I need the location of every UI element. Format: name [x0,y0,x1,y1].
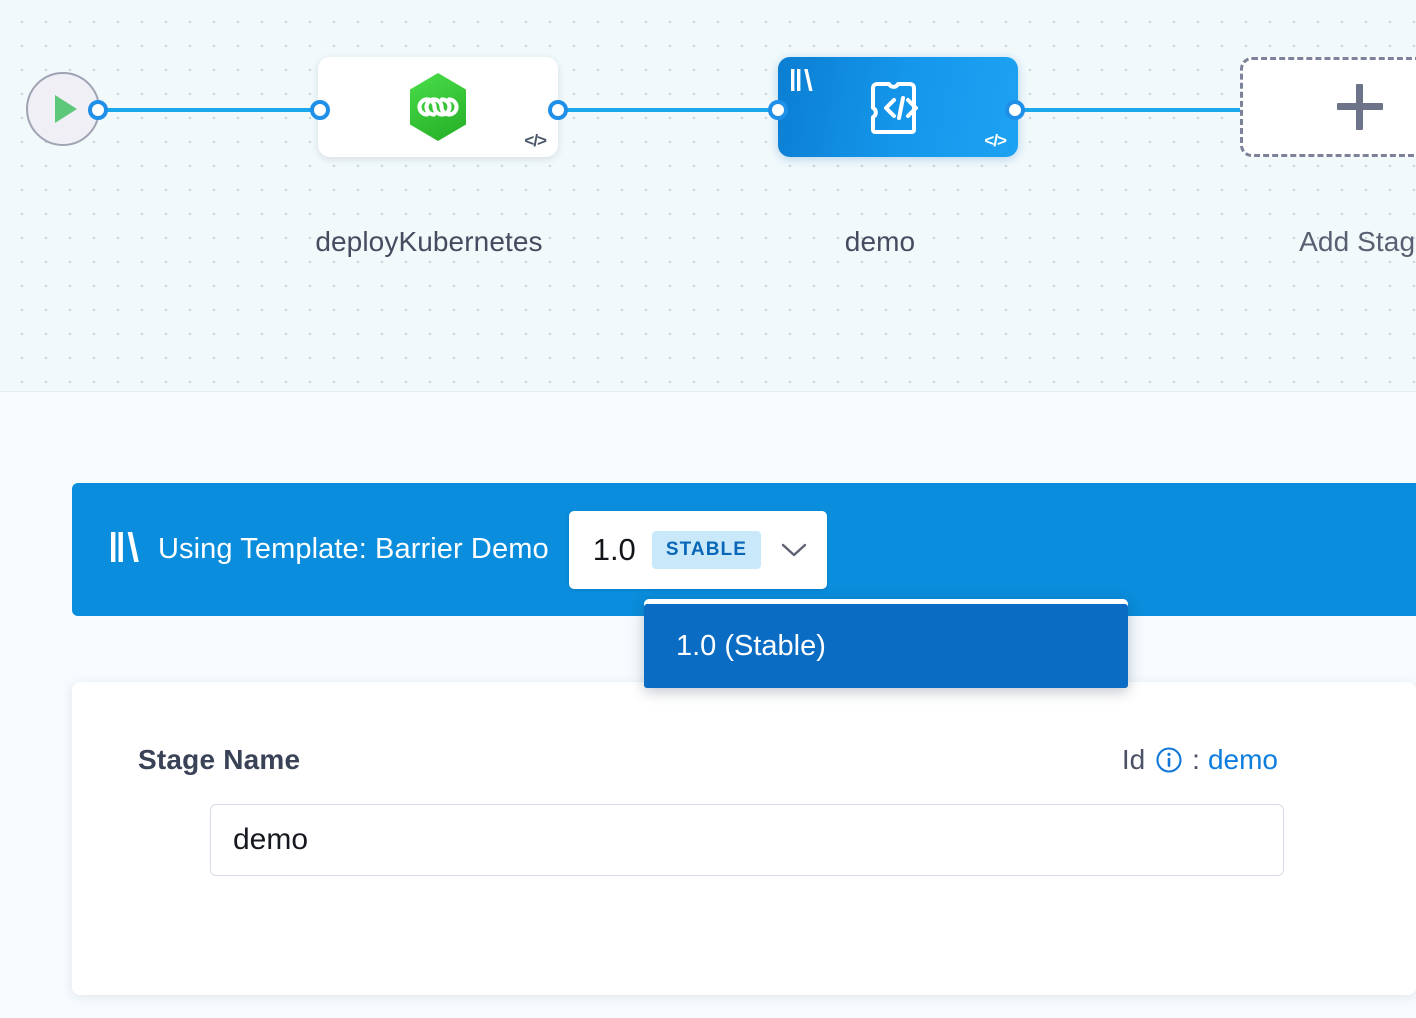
puzzle-code-icon [778,76,1018,138]
using-template-banner: Using Template: Barrier Demo 1.0 STABLE [72,483,1416,616]
play-icon [55,95,77,123]
code-icon[interactable]: </> [524,131,547,150]
connector-dot[interactable] [548,100,568,120]
start-node[interactable] [26,72,100,146]
stable-badge: STABLE [651,530,762,569]
template-library-icon [790,67,814,98]
stage-settings-card: Stage Name Id : demo demo [72,682,1416,995]
harness-cd-hexagon-icon [318,72,558,142]
stage-detail-panel: Using Template: Barrier Demo 1.0 STABLE … [0,392,1416,1018]
connector-wire [1005,108,1255,112]
stage-id-value[interactable]: demo [1207,744,1278,775]
add-stage-button[interactable] [1240,57,1416,157]
template-version-dropdown[interactable]: 1.0 (Stable) [644,599,1128,688]
chevron-down-icon[interactable] [781,542,807,558]
code-icon[interactable]: </> [984,131,1007,150]
stage-node-label: demo [844,226,916,257]
stage-name-row: Stage Name Id : demo [138,744,1278,776]
id-label: Id [1121,744,1146,775]
stage-name-input[interactable]: demo [210,804,1284,876]
dropdown-option-1-0-stable[interactable]: 1.0 (Stable) [644,604,1128,688]
stage-node-demo[interactable]: </> [778,57,1018,157]
connector-wire [548,108,788,112]
plus-icon [1337,84,1383,130]
info-circle-icon[interactable] [1155,746,1183,774]
connector-dot[interactable] [310,100,330,120]
add-stage-label: Add Stage [1299,226,1416,257]
template-version-selector[interactable]: 1.0 STABLE [568,510,828,589]
stage-id-display: Id : demo [1122,744,1278,776]
connector-dot[interactable] [768,100,788,120]
stage-name-label: Stage Name [138,744,301,775]
using-template-text: Using Template: Barrier Demo [158,533,549,565]
template-library-icon [110,530,140,569]
template-version-value: 1.0 [592,531,636,567]
stage-node-label: deployKubernetes [315,226,543,257]
connector-wire [92,108,332,112]
pipeline-canvas[interactable]: </> </> deployKubernetes demo Add Stage [0,0,1416,392]
stage-node-deploykubernetes[interactable]: </> [318,57,558,157]
connector-dot[interactable] [88,100,108,120]
connector-dot[interactable] [1005,100,1025,120]
id-separator: : [1192,744,1200,775]
